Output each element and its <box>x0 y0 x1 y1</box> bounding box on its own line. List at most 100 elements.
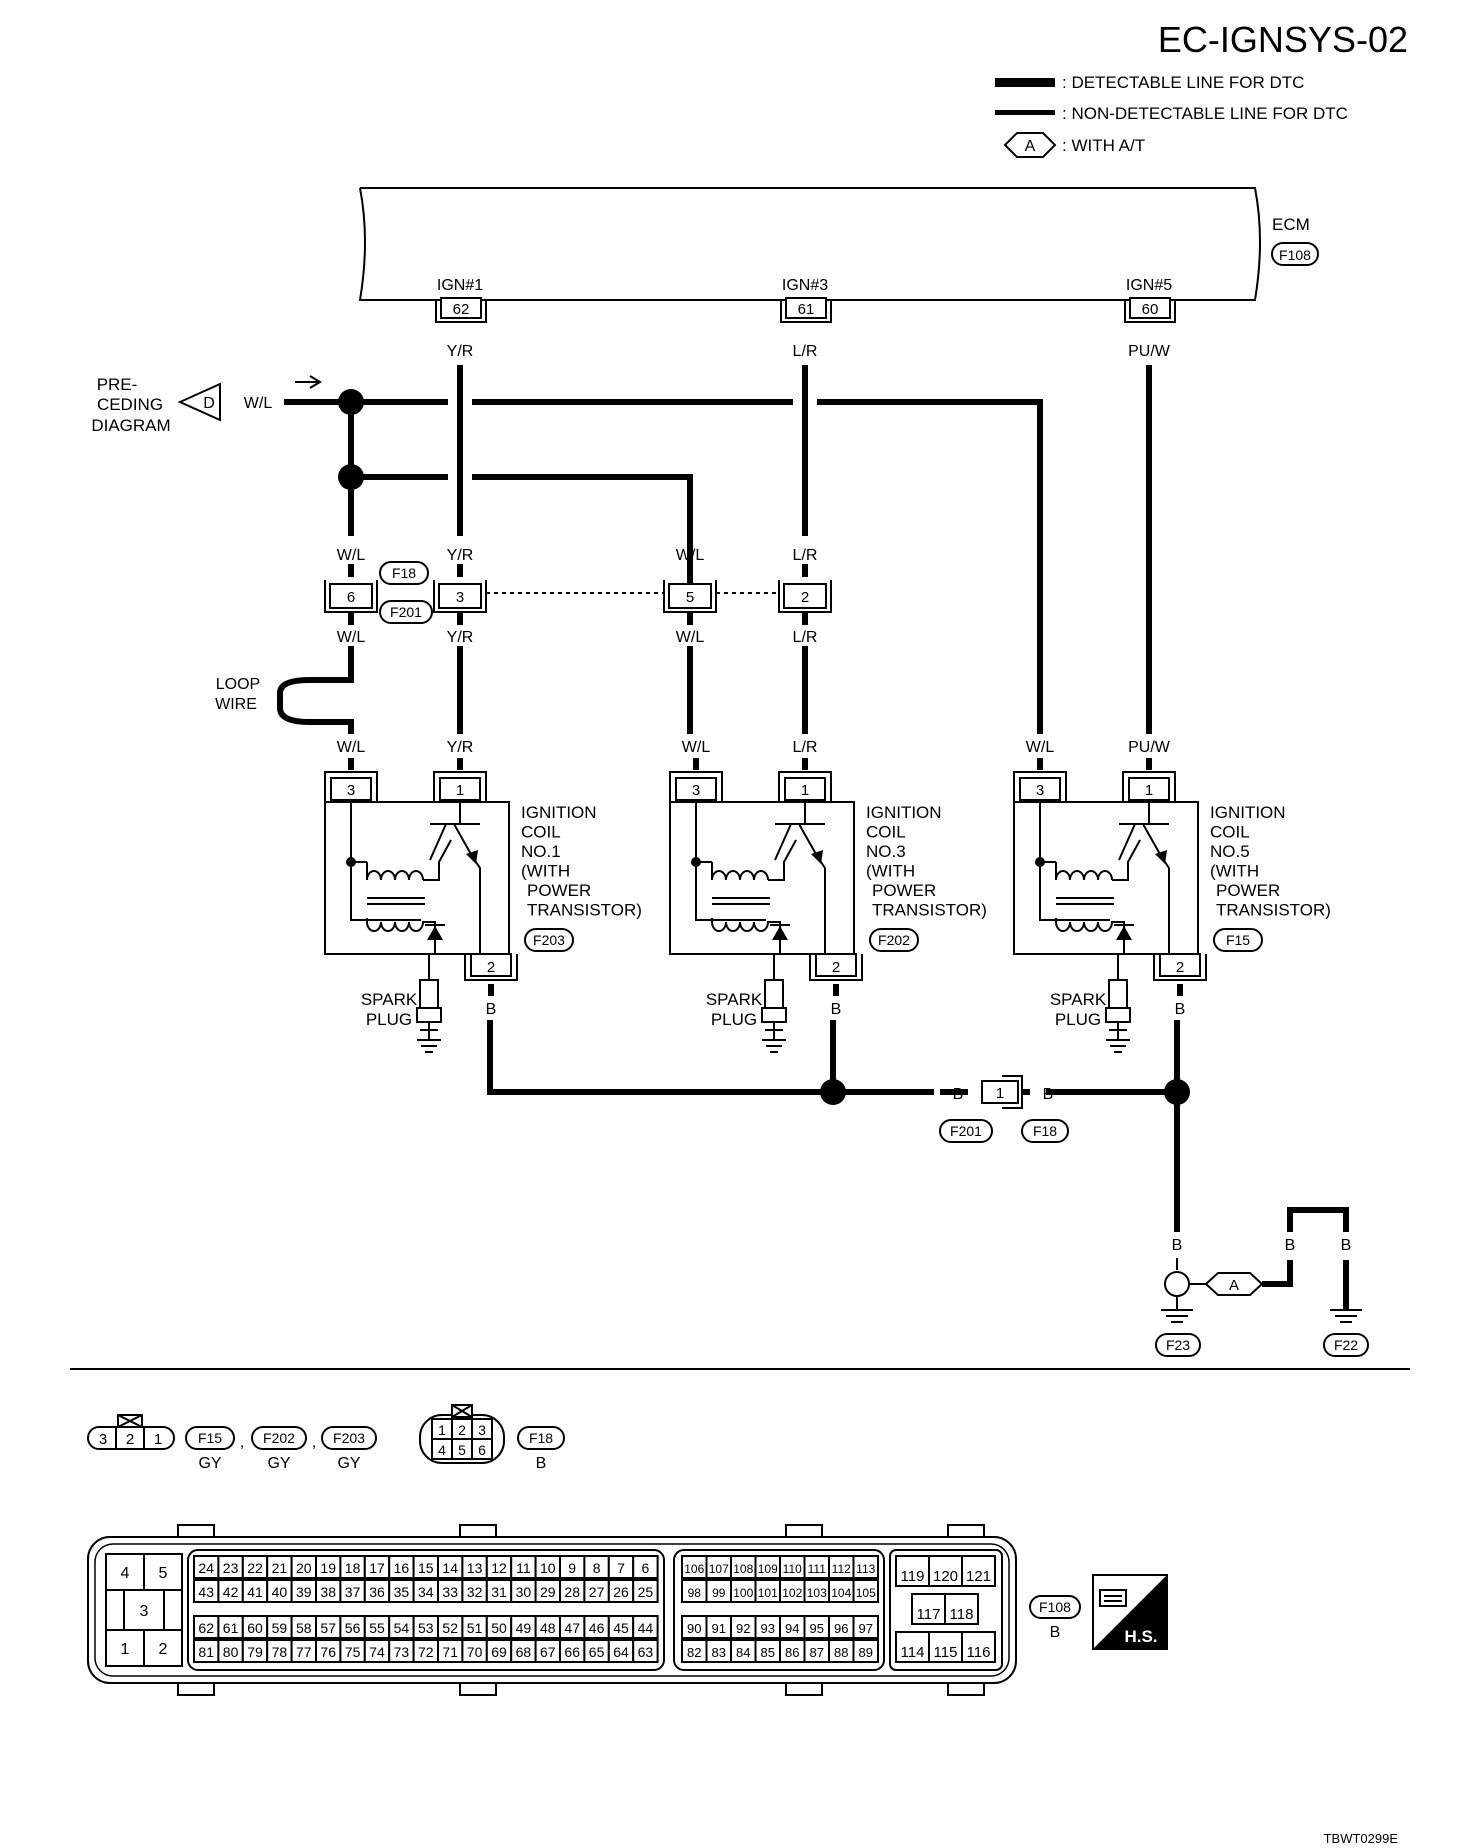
ecm-pin-cell <box>944 1593 979 1625</box>
ecm-pin: 69 <box>491 1644 507 1660</box>
ecm-pin-cell <box>895 1555 930 1587</box>
coil-title: NO.5 <box>1210 842 1250 861</box>
ecm-pin-cell <box>632 1639 659 1663</box>
page-title: EC-IGNSYS-02 <box>1158 19 1408 60</box>
ecm-pin: 19 <box>320 1560 336 1576</box>
spark-plug-label: PLUG <box>366 1010 412 1029</box>
ecm-pin: 97 <box>859 1621 873 1636</box>
coil-title: TRANSISTOR) <box>1216 901 1331 920</box>
coil-conn-badge-f202 <box>251 1426 307 1450</box>
terminal-pin: 61 <box>798 301 815 318</box>
ecm-pin-cell <box>961 1555 996 1587</box>
ecm-pin: 55 <box>369 1620 385 1636</box>
jc-wire-top-3: Y/R <box>447 547 474 564</box>
non-detectable-line-sample <box>995 110 1055 115</box>
ecm-pin: 21 <box>272 1560 288 1576</box>
coil-conn-color-3: GY <box>337 1455 360 1472</box>
ecm-pin: 14 <box>442 1560 458 1576</box>
ecm-pin: 3 <box>140 1603 149 1620</box>
coil-title: POWER <box>527 881 591 900</box>
ground-badge-f22-text: F22 <box>1334 1337 1358 1353</box>
coil-title: TRANSISTOR) <box>527 901 642 920</box>
coil-connector-id: F203 <box>533 932 565 948</box>
with-at-symbol-letter: A <box>1025 138 1036 155</box>
ecm-pin: 67 <box>540 1644 556 1660</box>
ecm-pin: 119 <box>901 1568 925 1585</box>
ecm-conn-color: B <box>1050 1624 1061 1641</box>
coil-title: IGNITION <box>866 803 942 822</box>
wire-wl-main <box>284 399 1043 734</box>
ecm-pin: 86 <box>785 1645 799 1660</box>
ecm-pin: 114 <box>901 1644 925 1661</box>
legend-non-detectable: : NON-DETECTABLE LINE FOR DTC <box>1062 104 1348 123</box>
ecm-pin: 101 <box>758 1586 778 1600</box>
coil-pin: 1 <box>456 782 464 799</box>
ecm-pin: 56 <box>345 1620 361 1636</box>
coil-pin: 3 <box>1036 782 1044 799</box>
coil-pin: 2 <box>1176 959 1184 976</box>
ecm-pin: 66 <box>564 1644 580 1660</box>
ecm-terminal-ign3: IGN#3 61 L/R <box>780 277 832 360</box>
ecm-pin: 111 <box>808 1562 827 1576</box>
ecm-pin-cell <box>852 1639 879 1663</box>
ecm-pin: 77 <box>296 1644 312 1660</box>
hs-icon-label: H.S. <box>1124 1627 1157 1646</box>
jc-pin-3: 3 <box>433 580 487 613</box>
coil-body <box>324 801 510 955</box>
coil-wire-2: B <box>1175 1001 1186 1018</box>
terminal-name: IGN#5 <box>1126 277 1172 294</box>
ecm-pin: 49 <box>516 1620 532 1636</box>
ecm-pin: 10 <box>540 1560 556 1576</box>
ecm-pin: 110 <box>783 1562 802 1576</box>
ecm-conn-badge <box>1029 1595 1081 1619</box>
ecm-pin-cell <box>911 1593 946 1625</box>
coil-wire-1: Y/R <box>447 739 474 756</box>
ecm-pin: 20 <box>296 1560 312 1576</box>
jc-pin-2: 2 <box>778 580 832 613</box>
ground-badge-f23-text: F23 <box>1166 1337 1190 1353</box>
ecm-pin: 40 <box>272 1584 288 1600</box>
ecm-pin: 99 <box>712 1586 726 1600</box>
coil-wire-2: B <box>831 1001 842 1018</box>
jc-wire-top-5: W/L <box>676 547 705 564</box>
coil-pin-3: 3 <box>99 1431 107 1448</box>
ecm-pin: 73 <box>394 1644 410 1660</box>
ecm-pin-cell <box>852 1579 879 1603</box>
ecm-pin: 76 <box>320 1644 336 1660</box>
ecm-pin: 57 <box>320 1620 336 1636</box>
preceding-label-3: DIAGRAM <box>91 416 170 435</box>
ecm-pin: 26 <box>613 1584 629 1600</box>
loop-wire <box>277 646 354 734</box>
ecm-pin: 103 <box>807 1586 827 1600</box>
ecm-pin: 34 <box>418 1584 434 1600</box>
coil-conn-f203: F203 <box>333 1430 365 1446</box>
preceding-label-2: CEDING <box>97 395 163 414</box>
ecm-pin: 107 <box>709 1562 729 1576</box>
ecm-pin: 39 <box>296 1584 312 1600</box>
coil-wire-1: PU/W <box>1128 739 1171 756</box>
coil-title: POWER <box>872 881 936 900</box>
ecm-pin: 47 <box>564 1620 580 1636</box>
jc-pin-number: 2 <box>801 589 809 606</box>
ecm-pin: 31 <box>491 1584 507 1600</box>
hs-icon: H.S. <box>1092 1574 1168 1650</box>
legend-with-at: : WITH A/T <box>1062 136 1145 155</box>
wire-color: PU/W <box>1128 343 1171 360</box>
ecm-pin: 98 <box>688 1586 702 1600</box>
jc-pin-number: 6 <box>347 589 355 606</box>
preceding-label-1: PRE- <box>97 375 138 394</box>
ecm-connector-badge <box>1271 242 1319 266</box>
ecm-pin: 121 <box>966 1568 991 1585</box>
ecm-pin: 43 <box>198 1584 214 1600</box>
jc-wire-bottom-6: W/L <box>337 629 366 646</box>
ecm-pin-cell <box>852 1555 879 1579</box>
loop-wire-label-2: WIRE <box>215 696 257 713</box>
jc-pin-6: 6 <box>324 580 378 613</box>
ecm-pin: 53 <box>418 1620 434 1636</box>
coil-title: TRANSISTOR) <box>872 901 987 920</box>
coil-connector-face: 3 2 1 <box>87 1414 175 1450</box>
ecm-pin: 93 <box>761 1621 775 1636</box>
ecm-pin: 95 <box>810 1621 824 1636</box>
